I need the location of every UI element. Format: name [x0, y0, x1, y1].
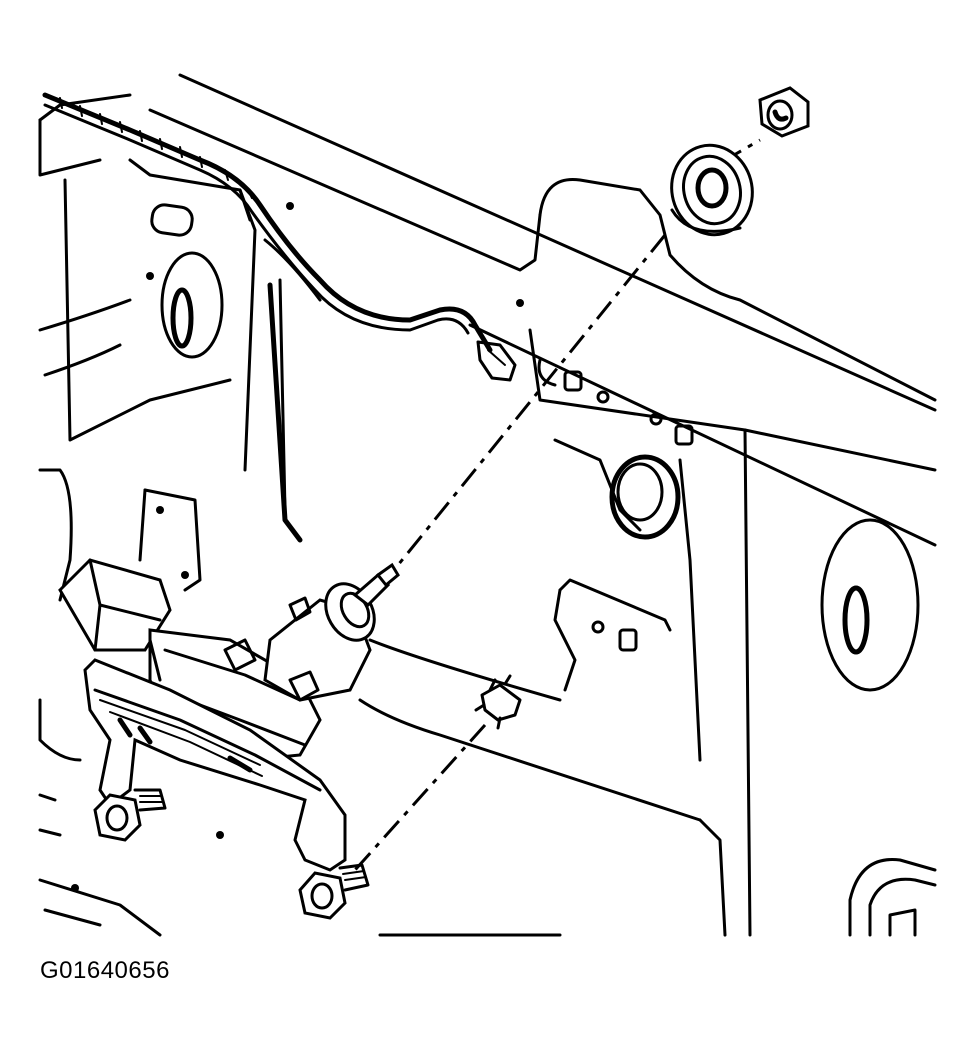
grommet — [670, 143, 754, 237]
motor-bracket — [83, 638, 347, 872]
electrical-connector — [476, 340, 517, 382]
panel-holes — [38, 202, 920, 892]
nut — [758, 86, 810, 138]
mounting-bolt-left — [93, 788, 167, 842]
liftgate-inner-panel — [38, 73, 937, 937]
retaining-clip — [474, 674, 522, 730]
figure-id: G01640656 — [40, 957, 170, 984]
wiper-motor — [58, 558, 400, 762]
mounting-bolt-right — [298, 863, 370, 920]
wiring-harness — [42, 92, 493, 353]
wiper-motor-diagram — [38, 73, 937, 937]
